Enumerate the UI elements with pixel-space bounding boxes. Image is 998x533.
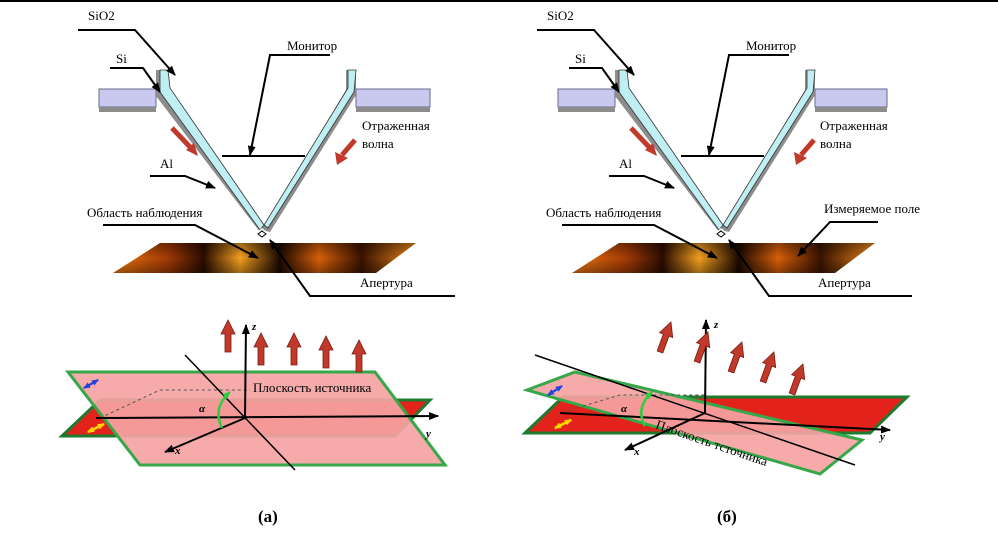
panel-a: SiO2 Si Монитор Отраженная волна Al Обла… (58, 8, 455, 526)
axis-z-label: z (713, 319, 719, 331)
label-aperture: Апертура (360, 275, 413, 290)
propagation-arrow (351, 339, 367, 373)
label-measured-field: Измеряемое поле (824, 201, 920, 216)
label-monitor: Монитор (746, 38, 796, 53)
label-al: Al (619, 156, 632, 171)
label-sio2: SiO2 (88, 8, 115, 23)
aperture-marker (713, 228, 729, 240)
caption-a: (а) (258, 507, 278, 526)
substrate-layer (557, 88, 888, 112)
caption-b: (б) (717, 507, 737, 526)
label-reflected-line1: Отраженная (820, 118, 888, 133)
substrate-layer (98, 88, 431, 112)
axis-y-label: y (878, 431, 885, 443)
axis-x-label: x (633, 446, 640, 458)
source-scheme-a: Плоскость источника z y x α (58, 319, 449, 471)
propagation-arrow (756, 349, 781, 385)
reflected-wave-arrow (794, 138, 816, 165)
field-plane (113, 243, 416, 273)
axis-x-label: x (174, 445, 181, 457)
field-plane (572, 243, 875, 273)
incident-wave-arrow (170, 126, 198, 156)
label-al: Al (160, 156, 173, 171)
label-reflected-line2: волна (362, 136, 394, 151)
angle-label: α (199, 403, 206, 415)
panel-b: SiO2 Si Монитор Отраженная волна Al Обла… (521, 8, 920, 526)
label-observation: Область наблюдения (546, 205, 661, 220)
axis-z-label: z (251, 321, 257, 333)
label-reflected-line2: волна (820, 136, 852, 151)
angle-label: α (621, 403, 628, 415)
reflected-wave-arrow (335, 138, 357, 165)
source-plane-label: Плоскость источника (253, 380, 372, 395)
label-si: Si (116, 51, 127, 66)
propagation-arrow (724, 339, 749, 375)
propagation-arrow (220, 319, 236, 353)
propagation-arrow (253, 332, 269, 366)
incident-wave-arrow (629, 126, 657, 156)
aperture-marker (254, 228, 270, 240)
label-reflected-line1: Отраженная (362, 118, 430, 133)
label-monitor: Монитор (287, 38, 337, 53)
propagation-arrow (318, 335, 334, 369)
propagation-arrow (785, 361, 810, 397)
source-scheme-b: Плоскость тсточника z y x α (521, 319, 911, 476)
label-observation: Область наблюдения (87, 205, 202, 220)
top-rule (0, 0, 998, 2)
axis-y-label: y (424, 428, 431, 440)
propagation-arrow (653, 319, 678, 355)
propagation-arrow (286, 332, 302, 366)
label-sio2: SiO2 (547, 8, 574, 23)
label-si: Si (575, 51, 586, 66)
propagation-arrow (690, 329, 715, 365)
label-aperture: Апертура (818, 275, 871, 290)
